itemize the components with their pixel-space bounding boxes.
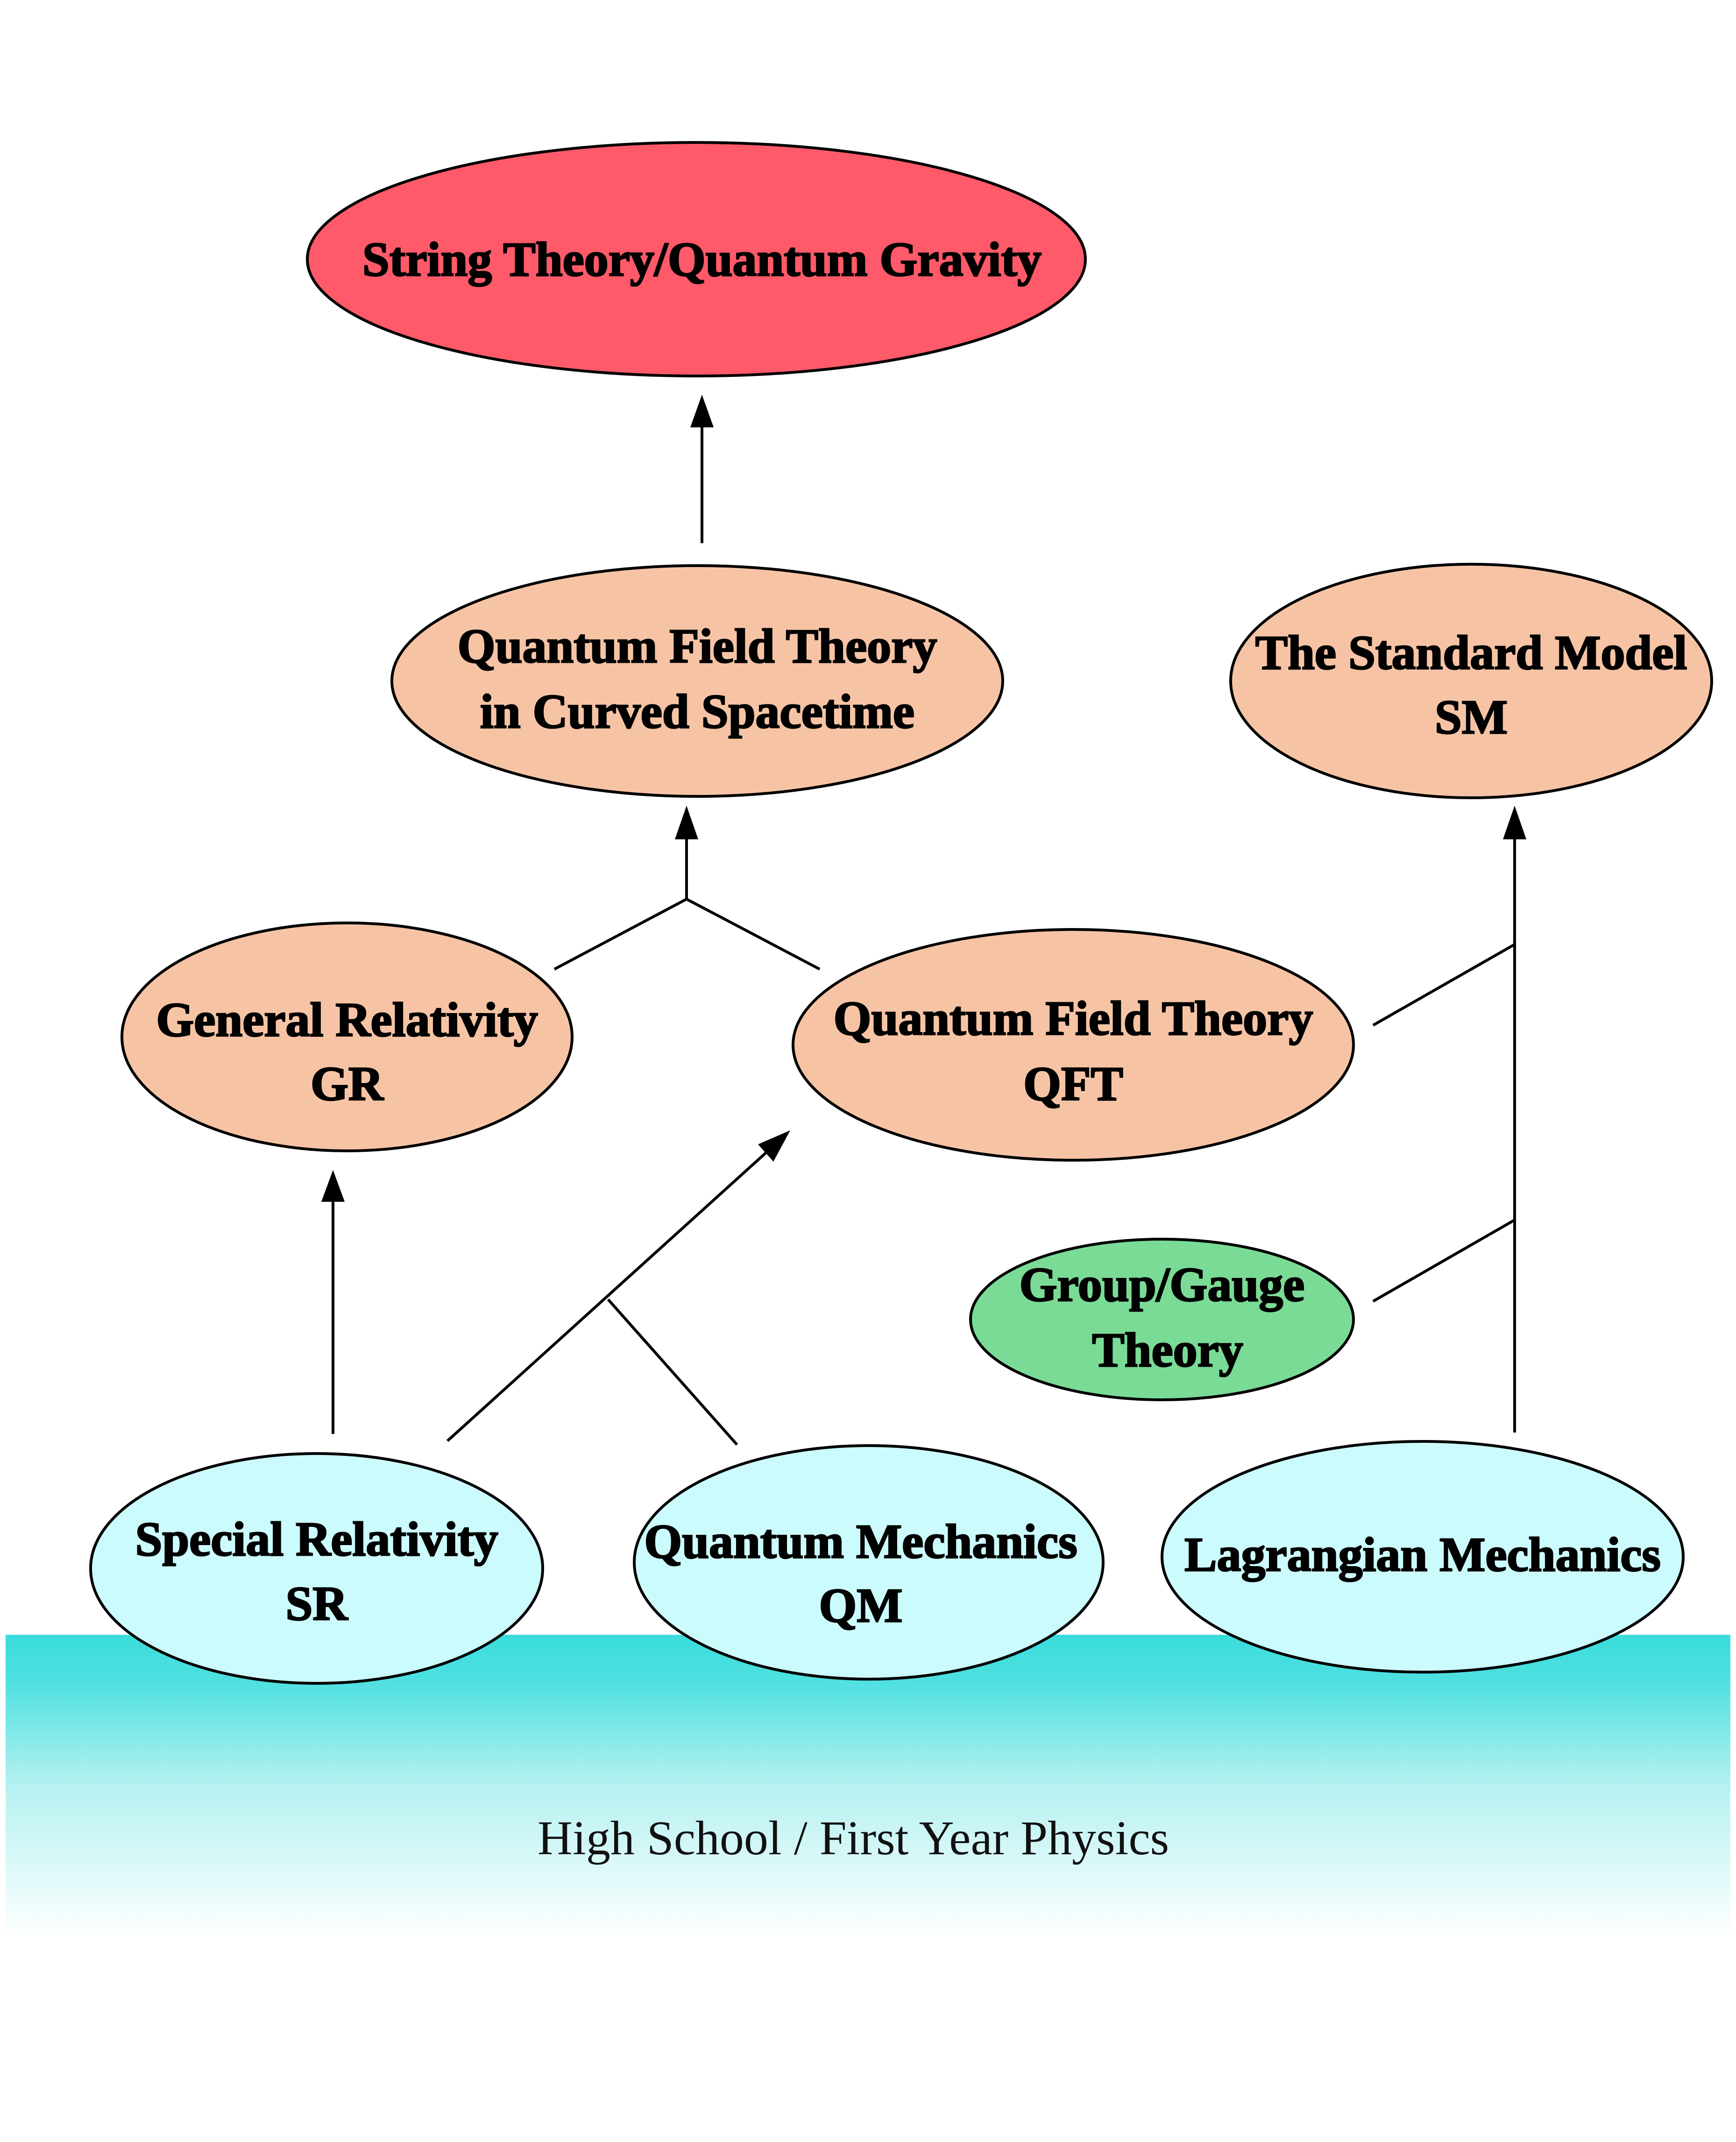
node-qft-label-1: Quantum Field Theory bbox=[834, 992, 1313, 1045]
node-group-gauge[interactable]: Group/Gauge Theory bbox=[969, 1238, 1355, 1401]
node-standard-model-label-1: The Standard Model bbox=[1255, 626, 1687, 680]
node-qft-curved-shape bbox=[390, 564, 1004, 798]
edge-qft-to-sm bbox=[1372, 943, 1516, 1027]
node-quantum-mechanics-label-2: QM bbox=[819, 1579, 902, 1632]
node-string-theory-label: String Theory/Quantum Gravity bbox=[362, 233, 1042, 286]
node-general-relativity[interactable]: General Relativity GR bbox=[120, 922, 574, 1152]
arrowhead-string bbox=[690, 395, 714, 427]
arrowhead-qft-curved bbox=[675, 806, 698, 839]
node-lagrangian-shape bbox=[1161, 1440, 1685, 1674]
ground-label: High School / First Year Physics bbox=[538, 1811, 1169, 1865]
edges bbox=[321, 395, 1526, 1446]
edge-qft-to-merge bbox=[686, 898, 821, 971]
node-group-gauge-label-2: Theory bbox=[1092, 1323, 1243, 1377]
node-general-relativity-label-2: GR bbox=[311, 1057, 384, 1111]
node-qft-curved-label-1: Quantum Field Theory bbox=[458, 619, 937, 673]
node-group-gauge-shape bbox=[969, 1238, 1355, 1401]
edge-qm-to-merge bbox=[607, 1298, 738, 1446]
node-standard-model[interactable]: The Standard Model SM bbox=[1229, 563, 1713, 799]
node-group-gauge-label-1: Group/Gauge bbox=[1020, 1258, 1305, 1312]
node-special-relativity-label-1: Special Relativity bbox=[135, 1512, 498, 1566]
ground-band bbox=[6, 1635, 1730, 1938]
node-qft-curved[interactable]: Quantum Field Theory in Curved Spacetime bbox=[390, 564, 1004, 798]
node-qft-label-2: QFT bbox=[1023, 1057, 1123, 1111]
edge-gauge-to-sm bbox=[1372, 1219, 1516, 1303]
node-quantum-mechanics[interactable]: Quantum Mechanics QM bbox=[633, 1444, 1105, 1681]
node-general-relativity-label-1: General Relativity bbox=[156, 993, 538, 1047]
node-quantum-mechanics-label-1: Quantum Mechanics bbox=[644, 1515, 1077, 1568]
node-general-relativity-shape bbox=[120, 922, 574, 1152]
node-lagrangian[interactable]: Lagrangian Mechanics bbox=[1161, 1440, 1685, 1674]
arrowhead-gr bbox=[321, 1170, 345, 1202]
node-quantum-mechanics-shape bbox=[633, 1444, 1105, 1681]
node-string-theory[interactable]: String Theory/Quantum Gravity bbox=[306, 141, 1087, 377]
node-qft[interactable]: Quantum Field Theory QFT bbox=[792, 928, 1355, 1162]
node-standard-model-label-2: SM bbox=[1435, 690, 1508, 744]
node-special-relativity-label-2: SR bbox=[286, 1577, 349, 1631]
edge-gr-to-merge bbox=[553, 898, 687, 971]
node-special-relativity-shape bbox=[89, 1452, 544, 1685]
node-qft-shape bbox=[792, 928, 1355, 1162]
node-standard-model-shape bbox=[1229, 563, 1713, 799]
edge-sr-to-qft bbox=[446, 1151, 767, 1442]
node-qft-curved-label-2: in Curved Spacetime bbox=[480, 685, 914, 738]
node-string-theory-shape bbox=[306, 141, 1087, 377]
node-lagrangian-label: Lagrangian Mechanics bbox=[1184, 1528, 1661, 1582]
node-special-relativity[interactable]: Special Relativity SR bbox=[89, 1452, 544, 1685]
arrowhead-sm bbox=[1503, 806, 1526, 839]
arrowhead-qft bbox=[758, 1130, 790, 1162]
